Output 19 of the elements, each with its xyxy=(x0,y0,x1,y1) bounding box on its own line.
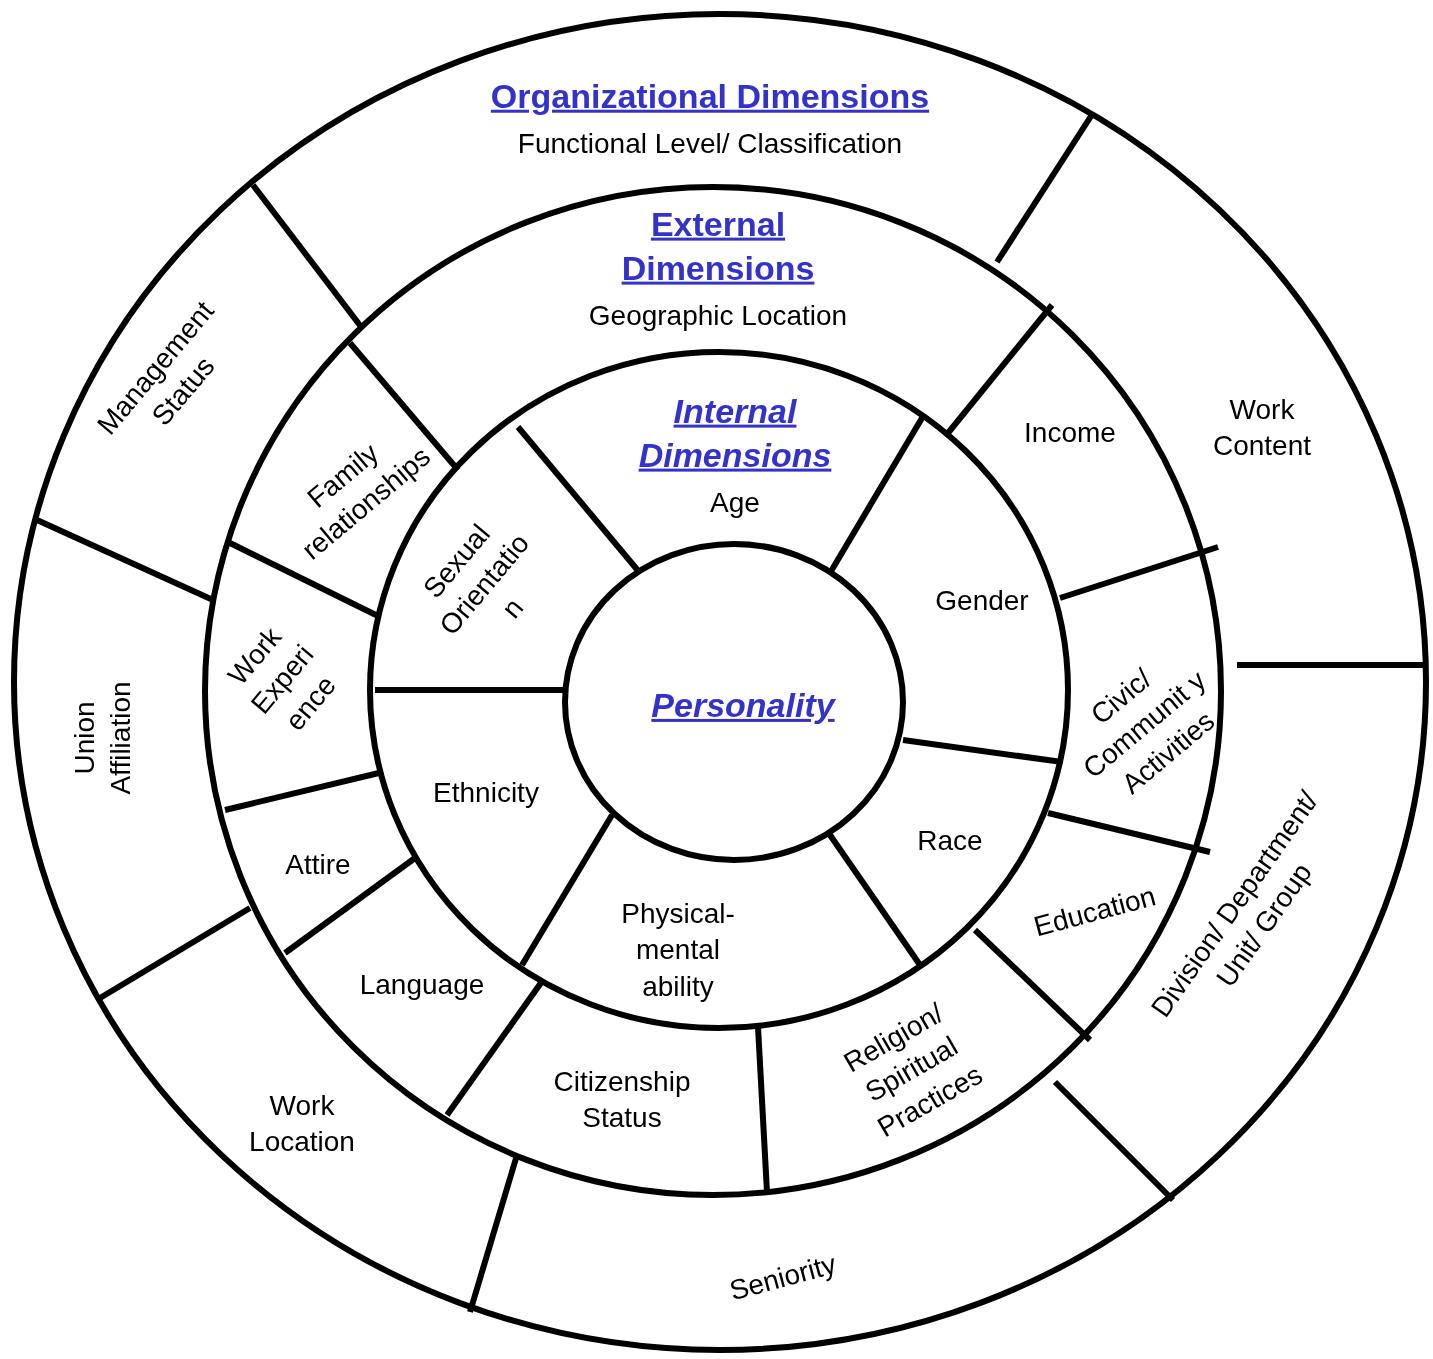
segment-label: Functional Level/ Classification xyxy=(516,126,904,161)
segment-label: Citizenship Status xyxy=(527,1063,717,1137)
segment-label: Ethnicity xyxy=(411,774,561,812)
ring-heading: Internal Dimensions xyxy=(637,390,833,476)
ring-heading: Personality xyxy=(650,684,837,726)
segment-label: Work Content xyxy=(1182,391,1342,465)
segment-label: Union Affiliation xyxy=(66,653,140,823)
segment-label: Race xyxy=(895,822,1005,860)
segment-label: Language xyxy=(342,966,502,1004)
segment-label: Work Location xyxy=(222,1087,382,1161)
segment-label: Attire xyxy=(263,846,373,884)
ring-heading: External Dimensions xyxy=(620,203,816,289)
segment-label: Gender xyxy=(917,582,1047,620)
segment-label: Physical- mental ability xyxy=(603,896,753,1006)
segment-label: Seniority xyxy=(681,1234,885,1322)
segment-label: Age xyxy=(709,486,761,520)
ring-heading: Organizational Dimensions xyxy=(489,75,931,117)
segment-label: Income xyxy=(1000,414,1140,452)
segment-label: Geographic Location xyxy=(587,299,849,333)
